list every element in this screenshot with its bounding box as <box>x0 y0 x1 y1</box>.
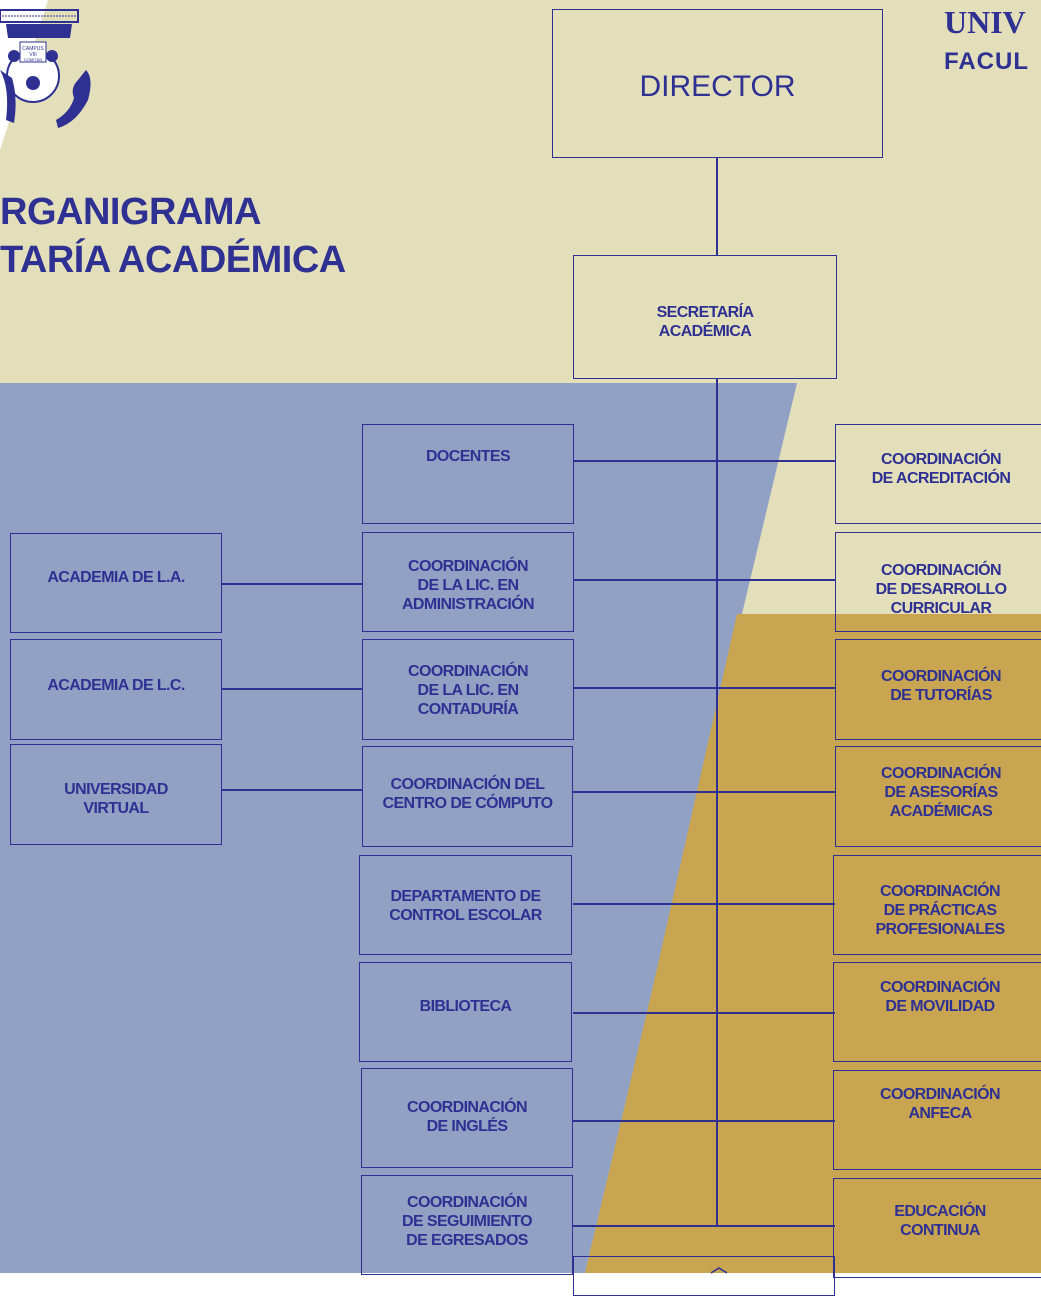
connector-director-secretaria <box>716 158 718 256</box>
control-escolar-label: DEPARTAMENTO DE CONTROL ESCOLAR <box>389 888 542 924</box>
connector-left-ingles <box>573 1120 716 1122</box>
coord-acreditacion-label: COORDINACIÓN DE ACREDITACIÓN <box>871 451 1011 487</box>
seal-figure-left <box>8 50 20 62</box>
connector-academia-la <box>222 583 362 585</box>
svg-text:COMITÁN: COMITÁN <box>24 57 43 62</box>
seal-top-bar <box>0 9 79 23</box>
educacion-continua-box: EDUCACIÓN CONTINUA <box>833 1178 1041 1278</box>
connector-right-movilidad <box>717 1012 835 1014</box>
connector-right-tutorias <box>717 687 835 689</box>
academia-lc-box: ACADEMIA DE L.C. <box>10 639 222 740</box>
chart-title-line-2: TARÍA ACADÉMICA <box>0 239 346 281</box>
biblioteca-label: BIBLIOTECA <box>419 998 512 1015</box>
director-box: DIRECTOR <box>552 9 883 158</box>
biblioteca-box: BIBLIOTECA <box>359 962 572 1062</box>
academia-lc-label: ACADEMIA DE L.C. <box>47 677 185 694</box>
coord-anfeca-box: COORDINACIÓN ANFECA <box>833 1070 1041 1170</box>
connector-universidad-virtual <box>222 789 362 791</box>
coord-egresados-label: COORDINACIÓN DE SEGUIMIENTO DE EGRESADOS <box>402 1194 533 1249</box>
coord-administracion-label: COORDINACIÓN DE LA LIC. EN ADMINISTRACIÓ… <box>401 558 535 613</box>
academia-la-label: ACADEMIA DE L.A. <box>47 569 185 586</box>
universidad-virtual-label: UNIVERSIDAD VIRTUAL <box>64 781 168 817</box>
coord-tutorias-label: COORDINACIÓN DE TUTORÍAS <box>881 668 1002 704</box>
connector-academia-lc <box>222 688 362 690</box>
seal-figure-right <box>46 50 58 62</box>
coord-curricular-label: COORDINACIÓN DE DESARROLLO CURRICULAR <box>875 562 1007 617</box>
coord-contaduria-label: COORDINACIÓN DE LA LIC. EN CONTADURÍA <box>408 663 529 718</box>
director-label: DIRECTOR <box>639 70 796 103</box>
chart-title-line-1: RGANIGRAMA <box>0 191 261 233</box>
faculty-heading: FACUL <box>944 48 1029 75</box>
connector-right-curricular <box>717 579 835 581</box>
coord-ingles-label: COORDINACIÓN DE INGLÉS <box>407 1099 528 1135</box>
seal-campus-plaque <box>19 41 47 63</box>
secretaria-box: SECRETARÍA ACADÉMICA <box>573 255 837 379</box>
docentes-box: DOCENTES <box>362 424 574 524</box>
coord-contaduria-box: COORDINACIÓN DE LA LIC. EN CONTADURÍA <box>362 639 574 740</box>
seal-left-arm <box>0 70 16 123</box>
coord-tutorias-box: COORDINACIÓN DE TUTORÍAS <box>835 639 1041 740</box>
connector-left-control <box>573 903 716 905</box>
coord-movilidad-box: COORDINACIÓN DE MOVILIDAD <box>833 962 1041 1062</box>
bottom-partial-box <box>573 1256 835 1296</box>
connector-left-contaduria <box>573 687 716 689</box>
universidad-virtual-box: UNIVERSIDAD VIRTUAL <box>10 744 222 845</box>
coord-asesorias-label: COORDINACIÓN DE ASESORÍAS ACADÉMICAS <box>881 765 1002 820</box>
coord-curricular-box: COORDINACIÓN DE DESARROLLO CURRICULAR <box>835 532 1041 632</box>
coord-practicas-box: COORDINACIÓN DE PRÁCTICAS PROFESIONALES <box>833 855 1041 955</box>
connector-left-biblioteca <box>573 1012 716 1014</box>
connector-main-trunk <box>716 378 718 1226</box>
gold-region <box>585 614 1041 1273</box>
coord-anfeca-label: COORDINACIÓN ANFECA <box>880 1086 1001 1122</box>
coord-computo-label: COORDINACIÓN DEL CENTRO DE CÓMPUTO <box>382 776 554 812</box>
educacion-continua-label: EDUCACIÓN CONTINUA <box>894 1203 986 1239</box>
coord-computo-box: COORDINACIÓN DEL CENTRO DE CÓMPUTO <box>362 746 573 847</box>
secretaria-label: SECRETARÍA ACADÉMICA <box>656 304 754 340</box>
docentes-label: DOCENTES <box>425 448 511 465</box>
connector-right-acreditacion <box>717 460 835 462</box>
connector-left-computo <box>573 791 716 793</box>
connector-right-practicas <box>717 903 835 905</box>
connector-right-asesorias <box>717 791 835 793</box>
seal-center <box>26 76 40 90</box>
coord-ingles-box: COORDINACIÓN DE INGLÉS <box>361 1068 573 1168</box>
svg-text:CAMPUS: CAMPUS <box>22 46 44 52</box>
coord-administracion-box: COORDINACIÓN DE LA LIC. EN ADMINISTRACIÓ… <box>362 532 574 632</box>
university-heading: UNIV <box>944 4 1026 40</box>
connector-left-docentes <box>573 460 716 462</box>
coord-asesorias-box: COORDINACIÓN DE ASESORÍAS ACADÉMICAS <box>835 746 1041 847</box>
connector-bottom-bar <box>573 1225 835 1227</box>
chevron-up-icon <box>710 1267 728 1274</box>
connector-left-administracion <box>573 579 716 581</box>
seal-roof <box>6 24 72 38</box>
connector-right-anfeca <box>717 1120 835 1122</box>
university-seal-logo: CAMPUS VIII COMITÁN <box>0 9 91 128</box>
svg-text:VIII: VIII <box>29 52 37 58</box>
coord-egresados-box: COORDINACIÓN DE SEGUIMIENTO DE EGRESADOS <box>361 1175 573 1275</box>
coord-acreditacion-box: COORDINACIÓN DE ACREDITACIÓN <box>835 424 1041 524</box>
control-escolar-box: DEPARTAMENTO DE CONTROL ESCOLAR <box>359 855 572 955</box>
blue-region <box>0 383 797 1273</box>
hand-icon <box>56 70 91 128</box>
coord-practicas-label: COORDINACIÓN DE PRÁCTICAS PROFESIONALES <box>875 883 1005 938</box>
academia-la-box: ACADEMIA DE L.A. <box>10 533 222 633</box>
coord-movilidad-label: COORDINACIÓN DE MOVILIDAD <box>880 979 1001 1015</box>
